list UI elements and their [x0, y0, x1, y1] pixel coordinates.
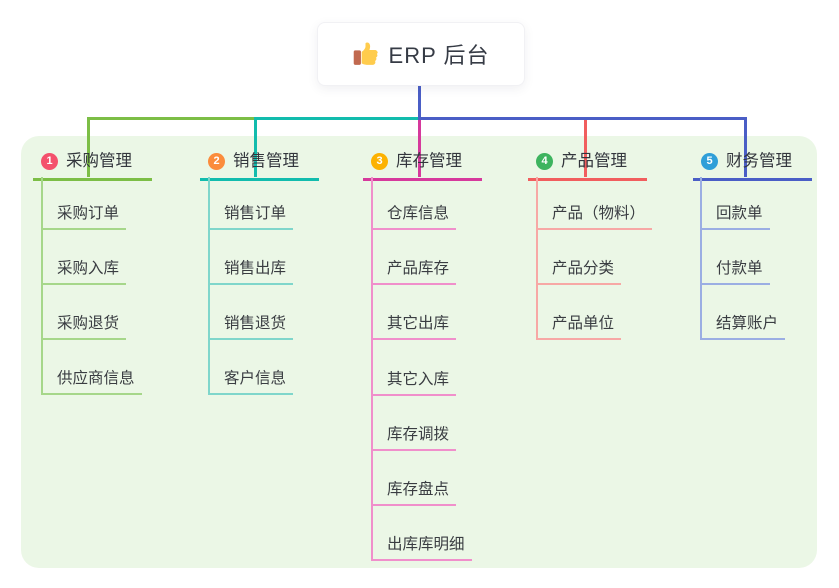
- branch-2-child-2[interactable]: 销售退货: [208, 313, 294, 340]
- branch-4-child-1[interactable]: 产品分类: [536, 258, 622, 285]
- branch-3-child-4[interactable]: 库存调拨: [371, 424, 457, 451]
- branch-3-child-1[interactable]: 产品库存: [371, 258, 457, 285]
- branch-2-header[interactable]: 2 销售管理: [200, 147, 319, 181]
- branch-1-child-3[interactable]: 供应商信息: [41, 368, 142, 395]
- branch-1-header[interactable]: 1 采购管理: [33, 147, 152, 181]
- connector-drop-branch-4: [584, 117, 587, 177]
- connector-drop-branch-3: [418, 117, 421, 177]
- branch-1-trunk-line: [41, 177, 43, 395]
- root-node[interactable]: ERP 后台: [317, 22, 525, 86]
- branch-3-child-2[interactable]: 其它出库: [371, 313, 457, 340]
- thumbs-up-icon: [353, 41, 379, 67]
- branch-5-label: 财务管理: [726, 152, 792, 170]
- branch-3-badge: 3: [371, 152, 388, 170]
- root-label: ERP 后台: [388, 43, 490, 68]
- connector-root-drop: [418, 84, 421, 117]
- branch-4-badge: 4: [536, 152, 553, 170]
- branch-5-child-1[interactable]: 付款单: [700, 258, 770, 285]
- branch-5-header[interactable]: 5 财务管理: [693, 147, 812, 181]
- connector-bus-blue: [418, 117, 747, 120]
- connector-drop-branch-2: [254, 117, 257, 177]
- branch-2-child-0[interactable]: 销售订单: [208, 203, 294, 230]
- branch-4-trunk-line: [536, 177, 538, 340]
- branch-1-badge: 1: [41, 152, 58, 170]
- branch-1-child-0[interactable]: 采购订单: [41, 203, 127, 230]
- branch-2-label: 销售管理: [233, 152, 299, 170]
- branch-3-child-5[interactable]: 库存盘点: [371, 479, 457, 506]
- branch-3-child-6[interactable]: 出库库明细: [371, 534, 472, 561]
- branch-2-badge: 2: [208, 152, 225, 170]
- branch-3-trunk-line: [371, 177, 373, 561]
- branch-2-child-1[interactable]: 销售出库: [208, 258, 294, 285]
- branch-5-child-0[interactable]: 回款单: [700, 203, 770, 230]
- branch-3-label: 库存管理: [396, 152, 462, 170]
- connector-drop-branch-1: [87, 117, 90, 177]
- branch-1-child-1[interactable]: 采购入库: [41, 258, 127, 285]
- branch-3-header[interactable]: 3 库存管理: [363, 147, 482, 181]
- branch-3-child-0[interactable]: 仓库信息: [371, 203, 457, 230]
- branches-panel: [21, 136, 817, 568]
- branch-4-child-0[interactable]: 产品（物料）: [536, 203, 653, 230]
- branch-5-trunk-line: [700, 177, 702, 340]
- branch-5-badge: 5: [701, 152, 718, 170]
- branch-4-label: 产品管理: [561, 152, 627, 170]
- branch-2-child-3[interactable]: 客户信息: [208, 368, 294, 395]
- connector-bus-teal: [254, 117, 418, 120]
- connector-drop-branch-5: [744, 117, 747, 177]
- branch-4-child-2[interactable]: 产品单位: [536, 313, 622, 340]
- branch-2-trunk-line: [208, 177, 210, 395]
- branch-5-child-2[interactable]: 结算账户: [700, 313, 786, 340]
- branch-1-child-2[interactable]: 采购退货: [41, 313, 127, 340]
- connector-bus-green: [87, 117, 257, 120]
- branch-3-child-3[interactable]: 其它入库: [371, 369, 457, 396]
- branch-4-header[interactable]: 4 产品管理: [528, 147, 647, 181]
- branch-1-label: 采购管理: [66, 152, 132, 170]
